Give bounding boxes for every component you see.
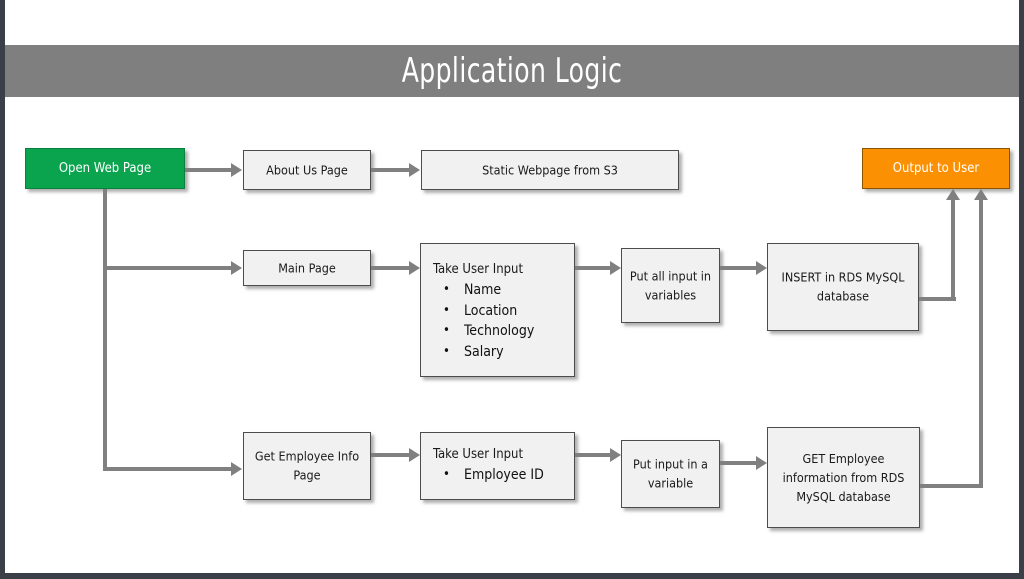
- node-take-user-input-employee-heading: Take User Input: [433, 447, 524, 462]
- node-put-all-input-in-variables-label: Put all input in variables: [629, 268, 712, 303]
- node-output-to-user[interactable]: Output to User: [862, 148, 1010, 189]
- arrowhead-trunk-getempinfo-icon: [231, 462, 242, 476]
- arrowhead-putall-insert-icon: [756, 261, 767, 275]
- node-get-employee-info-page-label: Get Employee Info Page: [254, 448, 360, 483]
- edge-putall-insert: [720, 266, 757, 270]
- list-item: Employee ID: [433, 465, 566, 486]
- edge-getempinfo-takeinputemp: [371, 453, 410, 457]
- node-take-user-input-main[interactable]: Take User Input Name Location Technology…: [420, 243, 575, 377]
- node-about-us-page[interactable]: About Us Page: [243, 150, 371, 190]
- node-main-page[interactable]: Main Page: [243, 250, 371, 286]
- node-output-to-user-label: Output to User: [892, 160, 980, 176]
- arrowhead-openweb-aboutus-icon: [231, 163, 242, 177]
- arrowhead-mainpage-takeinput-icon: [409, 261, 420, 275]
- node-insert-rds-mysql[interactable]: INSERT in RDS MySQL database: [767, 243, 919, 331]
- arrowhead-trunk-mainpage-icon: [231, 261, 242, 275]
- node-static-webpage-s3-label: Static Webpage from S3: [482, 162, 618, 178]
- arrowhead-getempinfo-takeinputemp-icon: [409, 448, 420, 462]
- arrowhead-insert-output-icon: [946, 189, 960, 200]
- node-put-input-in-a-variable[interactable]: Put input in a variable: [621, 440, 720, 508]
- arrowhead-get-output-icon: [974, 189, 988, 200]
- edge-insert-output-h: [919, 297, 956, 301]
- arrowhead-putinput-get-icon: [756, 456, 767, 470]
- edge-openweb-trunk: [103, 189, 107, 471]
- node-open-web-page-label: Open Web Page: [58, 160, 152, 176]
- edge-insert-output-v: [951, 200, 955, 299]
- node-open-web-page[interactable]: Open Web Page: [25, 148, 185, 189]
- edge-takeinput-putall: [575, 266, 611, 270]
- node-get-rds-mysql[interactable]: GET Employee information from RDS MySQL …: [767, 427, 920, 528]
- node-main-page-label: Main Page: [278, 260, 336, 276]
- node-put-input-in-a-variable-label: Put input in a variable: [633, 456, 708, 491]
- list-item: Name: [433, 280, 566, 301]
- take-user-input-main-list: Name Location Technology Salary: [433, 280, 566, 362]
- page-title: Application Logic: [401, 51, 623, 91]
- edge-trunk-getempinfo: [103, 467, 232, 471]
- edge-trunk-mainpage: [103, 266, 232, 270]
- node-get-rds-mysql-label: GET Employee information from RDS MySQL …: [782, 450, 905, 505]
- node-get-employee-info-page[interactable]: Get Employee Info Page: [243, 432, 371, 500]
- edge-mainpage-takeinput: [371, 266, 410, 270]
- arrowhead-takeinputemp-putinput-icon: [610, 448, 621, 462]
- edge-get-output-h: [920, 484, 983, 488]
- node-about-us-page-label: About Us Page: [266, 162, 348, 178]
- node-take-user-input-employee[interactable]: Take User Input Employee ID: [420, 432, 575, 500]
- edge-aboutus-static: [371, 168, 410, 172]
- list-item: Salary: [433, 342, 566, 363]
- arrowhead-takeinput-putall-icon: [610, 261, 621, 275]
- edge-takeinputemp-putinput: [575, 453, 611, 457]
- node-static-webpage-s3[interactable]: Static Webpage from S3: [421, 150, 679, 190]
- list-item: Location: [433, 301, 566, 322]
- edge-get-output-v: [979, 200, 983, 486]
- take-user-input-employee-list: Employee ID: [433, 465, 566, 486]
- node-put-all-input-in-variables[interactable]: Put all input in variables: [621, 248, 720, 323]
- arrowhead-aboutus-static-icon: [409, 163, 420, 177]
- edge-putinput-get: [720, 461, 757, 465]
- edge-openweb-aboutus: [185, 168, 232, 172]
- list-item: Technology: [433, 321, 566, 342]
- node-take-user-input-main-heading: Take User Input: [433, 262, 524, 277]
- node-insert-rds-mysql-label: INSERT in RDS MySQL database: [781, 269, 905, 304]
- title-banner: Application Logic: [5, 45, 1019, 97]
